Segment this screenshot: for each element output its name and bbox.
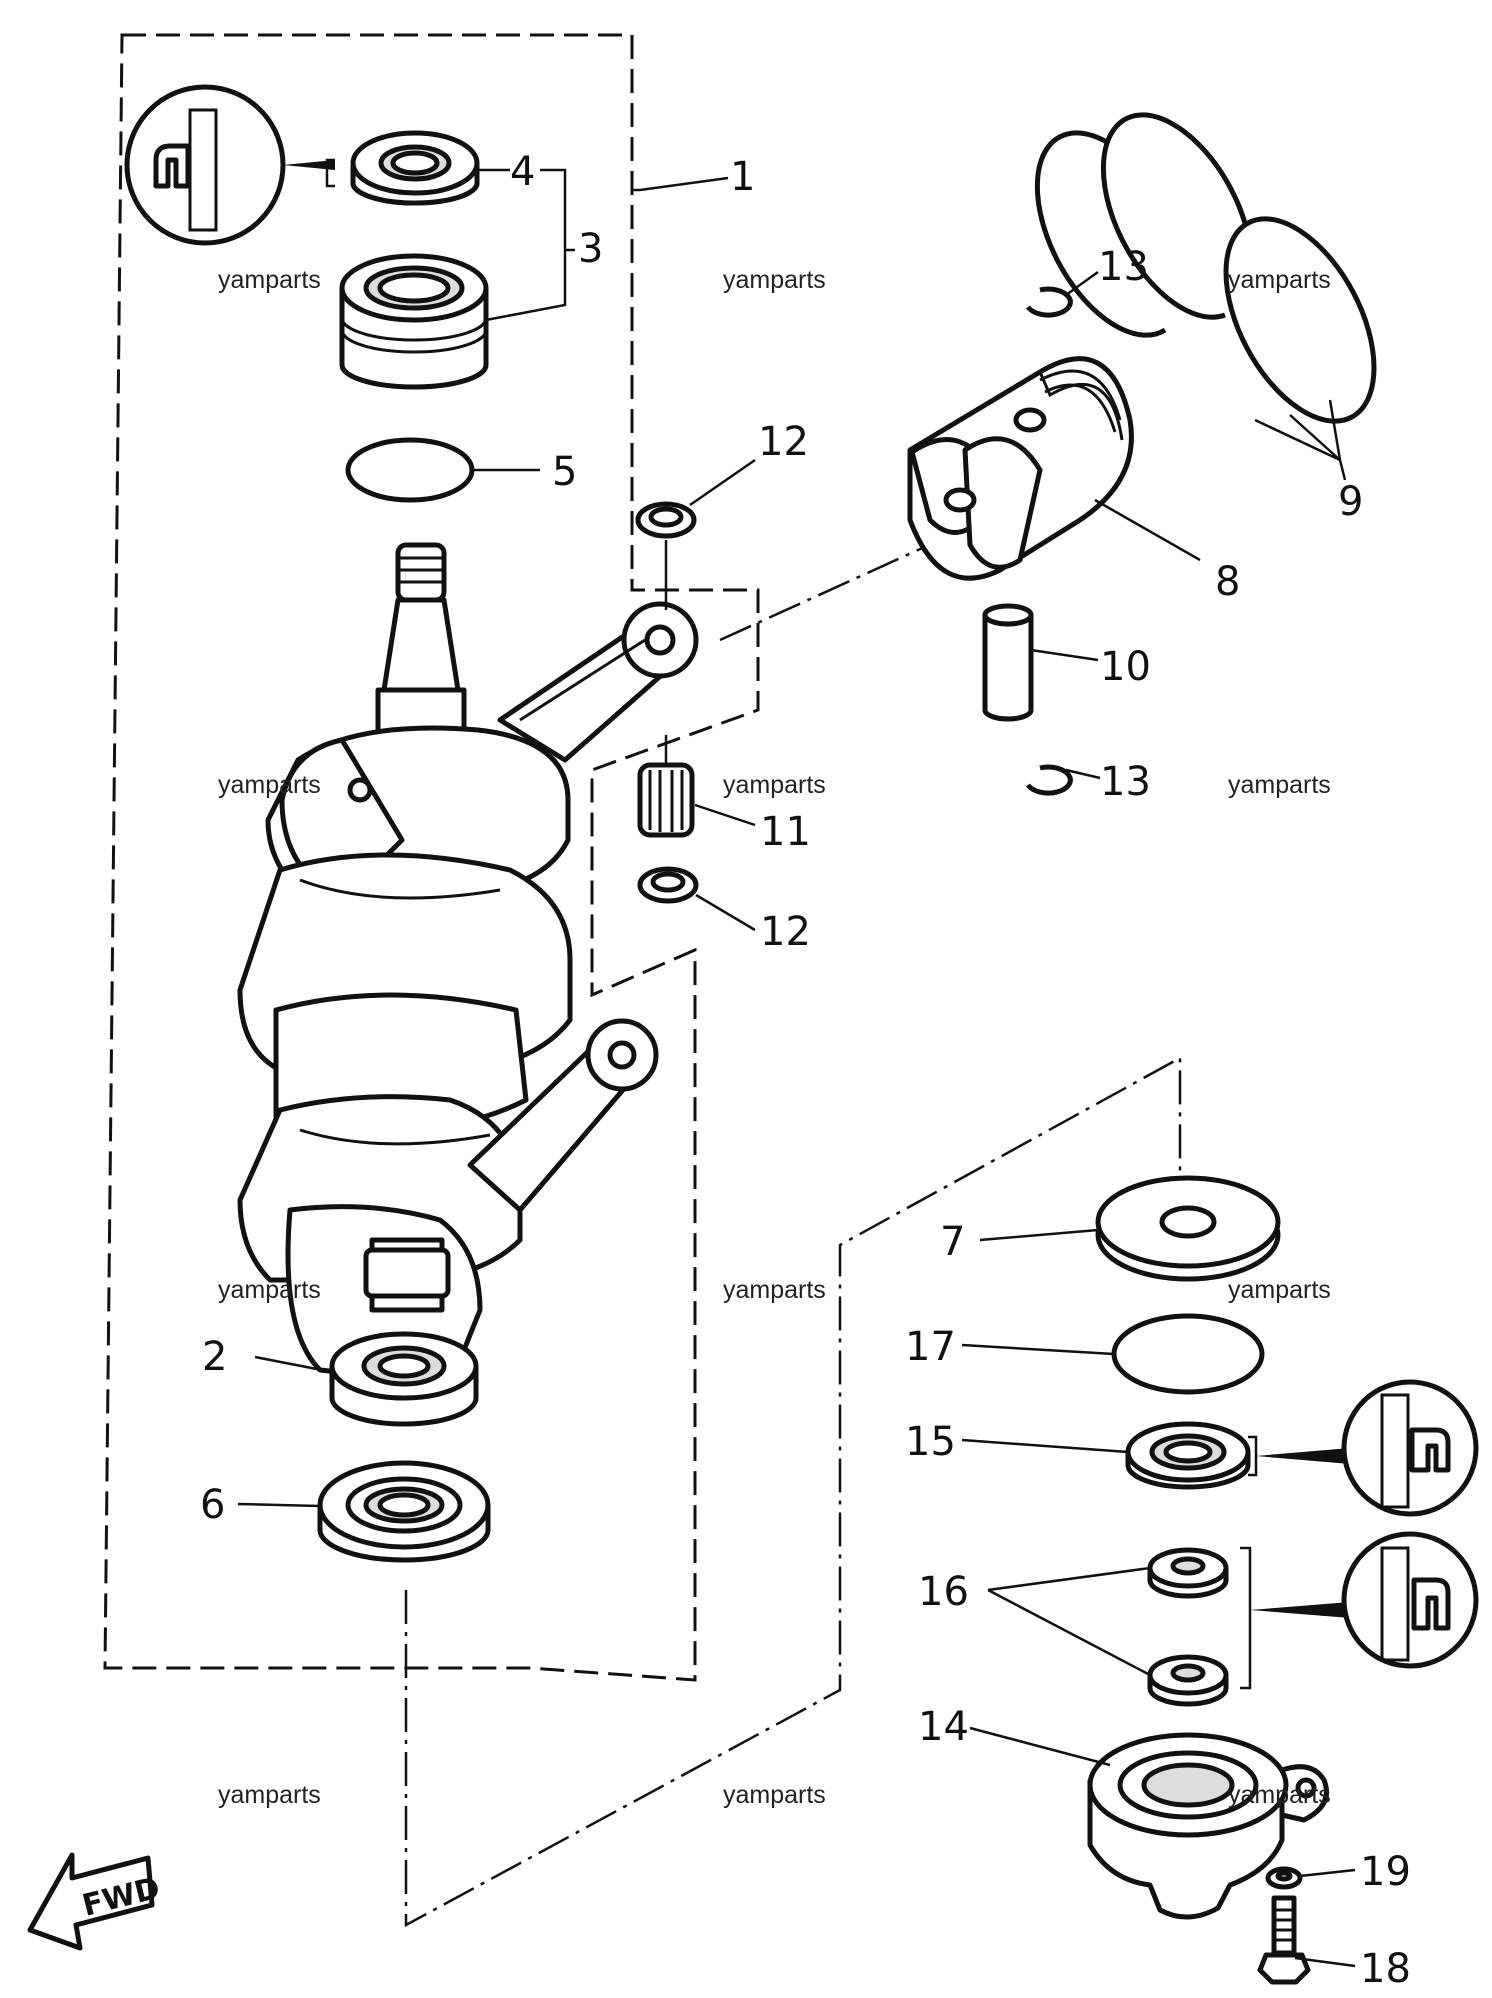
callout-7: 7 bbox=[940, 1219, 965, 1265]
part-9-piston-rings bbox=[1034, 112, 1377, 424]
axis-line-piston bbox=[719, 538, 941, 642]
watermark: yamparts bbox=[1228, 1276, 1331, 1304]
callout-16: 16 bbox=[918, 1569, 969, 1615]
watermark: yamparts bbox=[723, 1781, 826, 1809]
leader-lines bbox=[237, 168, 1356, 1968]
part-18-bolt bbox=[1257, 1895, 1311, 1985]
watermark: yamparts bbox=[723, 771, 826, 799]
part-15-oil-seal bbox=[1125, 1421, 1350, 1490]
part-17-o-ring bbox=[1111, 1313, 1265, 1395]
part-13-upper-circlip bbox=[1025, 286, 1073, 318]
part-19-washer bbox=[1265, 1866, 1303, 1890]
callouts: 1 4 3 5 12 13 9 8 10 13 11 12 7 2 17 15 … bbox=[200, 149, 1411, 1992]
watermark: yamparts bbox=[218, 1276, 321, 1304]
callout-3: 3 bbox=[578, 226, 603, 272]
part-12-upper-washer bbox=[635, 501, 697, 610]
seal-detail-15 bbox=[1341, 1379, 1479, 1517]
callout-13-lower: 13 bbox=[1100, 759, 1151, 805]
bracket-1 bbox=[632, 176, 729, 192]
fwd-arrow-icon: FWD bbox=[27, 1852, 164, 1951]
part-16-seals bbox=[1147, 1546, 1350, 1707]
watermark: yamparts bbox=[218, 1781, 321, 1809]
callout-19: 19 bbox=[1360, 1849, 1411, 1895]
part-12-lower-washer bbox=[637, 866, 699, 904]
callout-8: 8 bbox=[1215, 559, 1240, 605]
part-6-bearing bbox=[317, 1460, 491, 1563]
part-13-lower-circlip bbox=[1025, 764, 1073, 796]
watermark: yamparts bbox=[218, 266, 321, 294]
watermark: yamparts bbox=[723, 1276, 826, 1304]
callout-2: 2 bbox=[202, 1334, 227, 1380]
watermark: yamparts bbox=[723, 266, 826, 294]
part-10-piston-pin bbox=[982, 603, 1034, 722]
crankshaft-assembly-icon bbox=[237, 542, 699, 1376]
axis-line-bottom bbox=[404, 1055, 1182, 1928]
callout-4: 4 bbox=[510, 149, 535, 195]
part-2-oil-seal bbox=[329, 1331, 479, 1427]
callout-1: 1 bbox=[730, 154, 755, 200]
part-7-thrust-washer bbox=[1095, 1175, 1281, 1282]
watermark: yamparts bbox=[218, 771, 321, 799]
callout-17: 17 bbox=[905, 1324, 956, 1370]
watermark: yamparts bbox=[1228, 1781, 1331, 1809]
part-4-oil-seal bbox=[350, 130, 480, 206]
callout-15: 15 bbox=[905, 1419, 956, 1465]
callout-12-lower: 12 bbox=[760, 909, 811, 955]
callout-12-upper: 12 bbox=[758, 419, 809, 465]
callout-6: 6 bbox=[200, 1482, 225, 1528]
seal-detail-16 bbox=[1341, 1531, 1479, 1669]
callout-9: 9 bbox=[1338, 479, 1363, 525]
part-8-piston bbox=[907, 356, 1134, 581]
part-3-bearing bbox=[339, 253, 489, 390]
callout-13-upper: 13 bbox=[1098, 244, 1149, 290]
callout-18: 18 bbox=[1360, 1946, 1411, 1992]
callout-14: 14 bbox=[918, 1704, 969, 1750]
callout-11: 11 bbox=[760, 809, 811, 855]
part-5-o-ring bbox=[345, 437, 475, 503]
watermark: yamparts bbox=[1228, 771, 1331, 799]
watermarks: yamparts yamparts yamparts yamparts yamp… bbox=[218, 266, 1331, 1809]
part-11-needle-bearing bbox=[637, 735, 695, 838]
callout-5: 5 bbox=[552, 449, 577, 495]
callout-10: 10 bbox=[1100, 644, 1151, 690]
seal-detail-top bbox=[124, 84, 335, 246]
assembly-1-boundary bbox=[103, 33, 760, 1682]
part-14-seal-housing bbox=[1087, 1732, 1329, 1920]
watermark: yamparts bbox=[1228, 266, 1331, 294]
